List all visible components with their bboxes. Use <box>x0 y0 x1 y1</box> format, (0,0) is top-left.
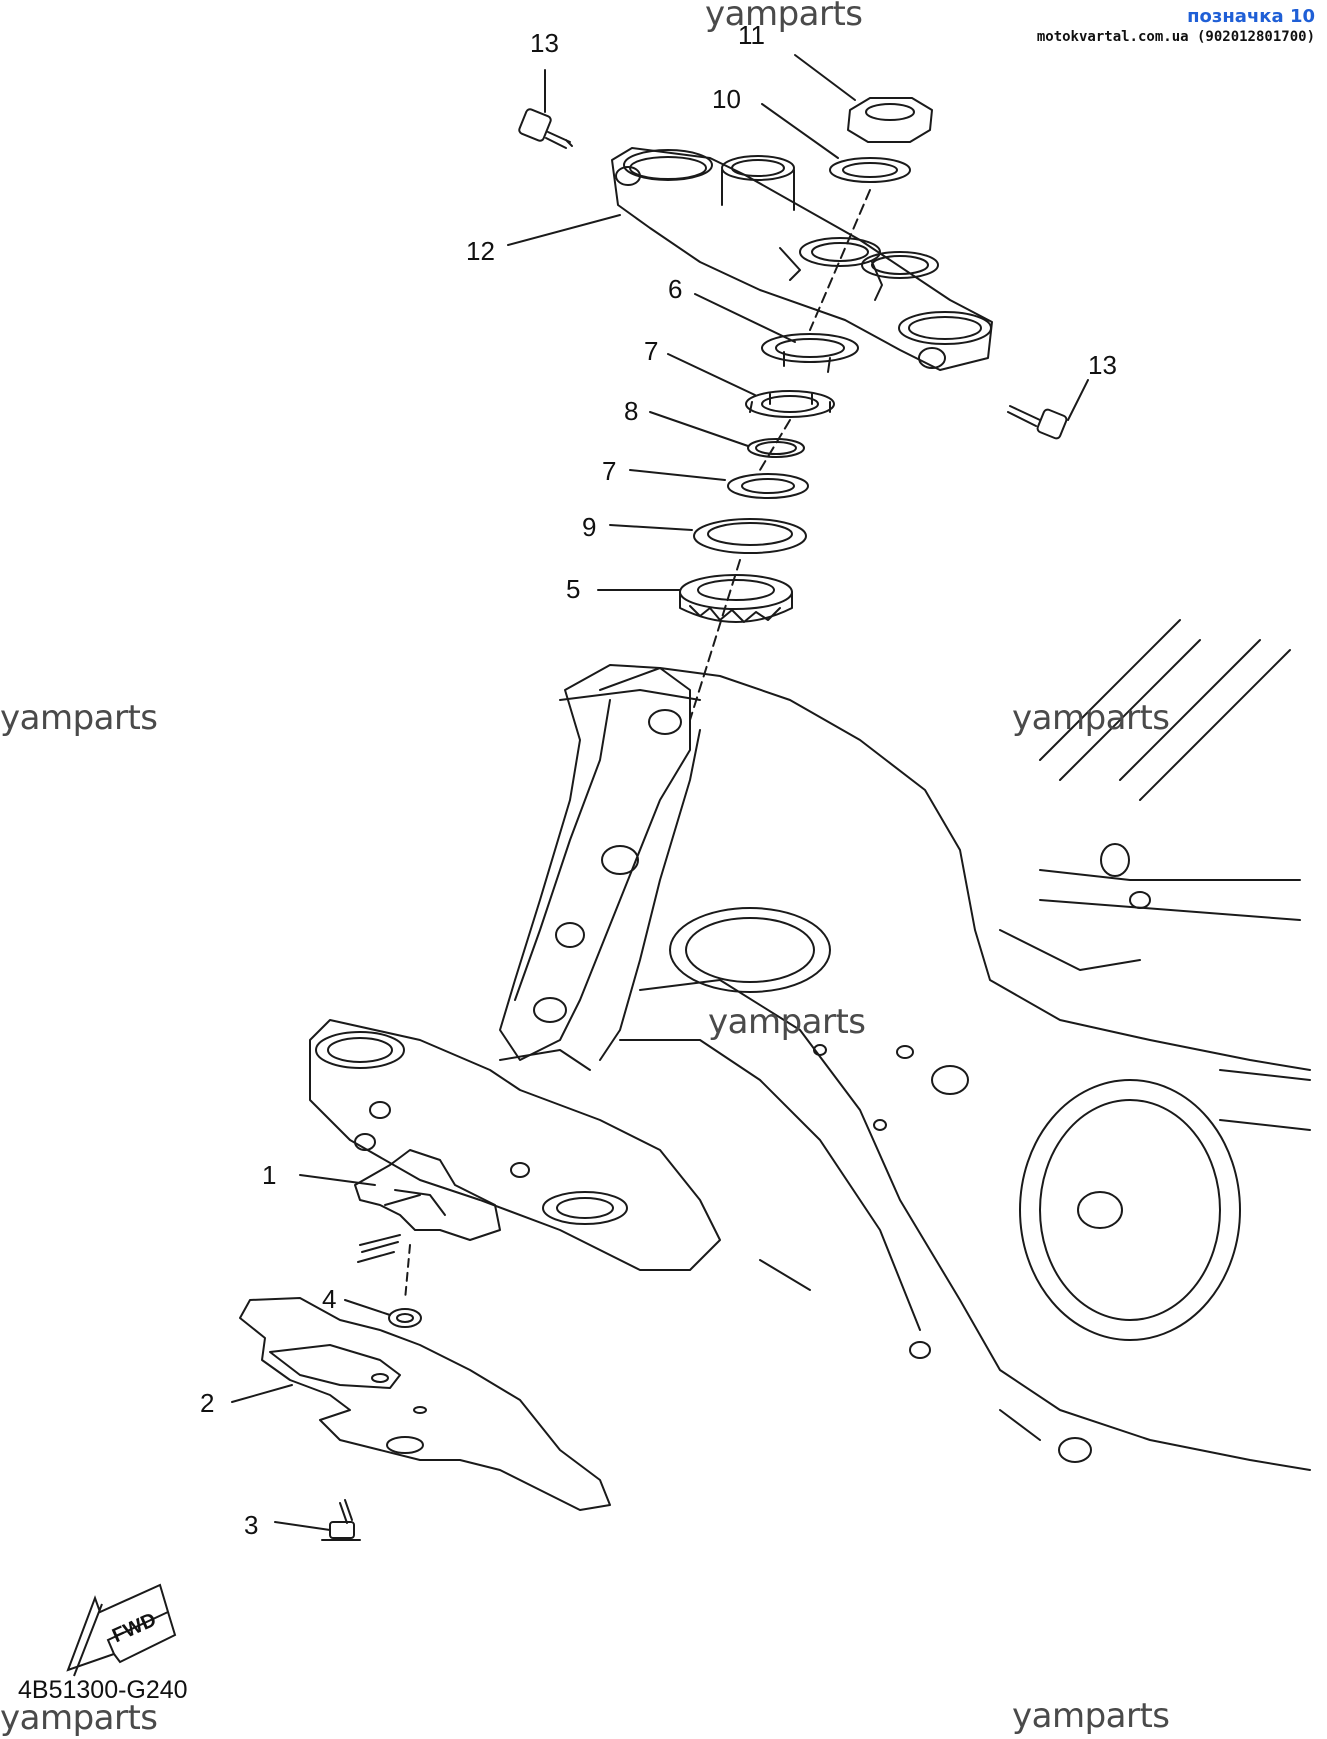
fwd-label: FWD <box>109 1609 160 1648</box>
page-header: позначка 10 motokvartal.com.ua (90201280… <box>1037 6 1315 45</box>
collar-4 <box>388 1308 422 1328</box>
header-site: motokvartal.com.ua (902012801700) <box>1036 29 1315 45</box>
callout-1: 1 <box>262 1160 277 1190</box>
callout-13-right: 13 <box>1088 350 1117 380</box>
watermark: yamparts <box>1012 698 1170 738</box>
watermark: yamparts <box>708 1002 866 1042</box>
ring-nut-7-upper <box>745 390 835 418</box>
bracket-1 <box>354 1149 501 1301</box>
watermark: yamparts <box>0 698 158 738</box>
callout-13-top: 13 <box>530 28 559 58</box>
callout-3: 3 <box>244 1510 259 1540</box>
callout-4: 4 <box>322 1284 337 1314</box>
bolt-13-top <box>518 108 573 149</box>
bearing-5 <box>679 574 793 623</box>
upper-bracket <box>611 147 993 371</box>
diagram-code: 4B51300-G240 <box>18 1676 188 1704</box>
washer-10 <box>829 157 911 183</box>
watermark: yamparts <box>705 0 863 34</box>
lower-bracket <box>309 664 721 1271</box>
callout-11: 11 <box>738 20 765 50</box>
callout-9: 9 <box>582 512 597 542</box>
callout-2: 2 <box>200 1388 215 1418</box>
lock-washer-6 <box>761 333 859 373</box>
plate-2 <box>239 1297 611 1511</box>
bearing-cover-9 <box>693 518 807 554</box>
header-title: позначка 10 <box>1187 6 1315 27</box>
watermark: yamparts <box>1012 1696 1170 1736</box>
callout-12: 12 <box>466 236 495 266</box>
callout-8: 8 <box>624 396 639 426</box>
watermark: yamparts <box>0 1698 158 1738</box>
screw-3 <box>321 1499 361 1541</box>
callout-5: 5 <box>566 574 581 604</box>
callout-10: 10 <box>712 84 741 114</box>
bolt-13-right <box>1007 405 1068 440</box>
ring-nut-7-lower <box>727 473 809 499</box>
nut-11 <box>847 97 933 143</box>
motorcycle-frame <box>514 619 1311 1471</box>
callout-7-upper: 7 <box>644 336 659 366</box>
fwd-arrow-icon <box>66 1583 177 1677</box>
callout-7-lower: 7 <box>602 456 617 486</box>
callout-6: 6 <box>668 274 683 304</box>
